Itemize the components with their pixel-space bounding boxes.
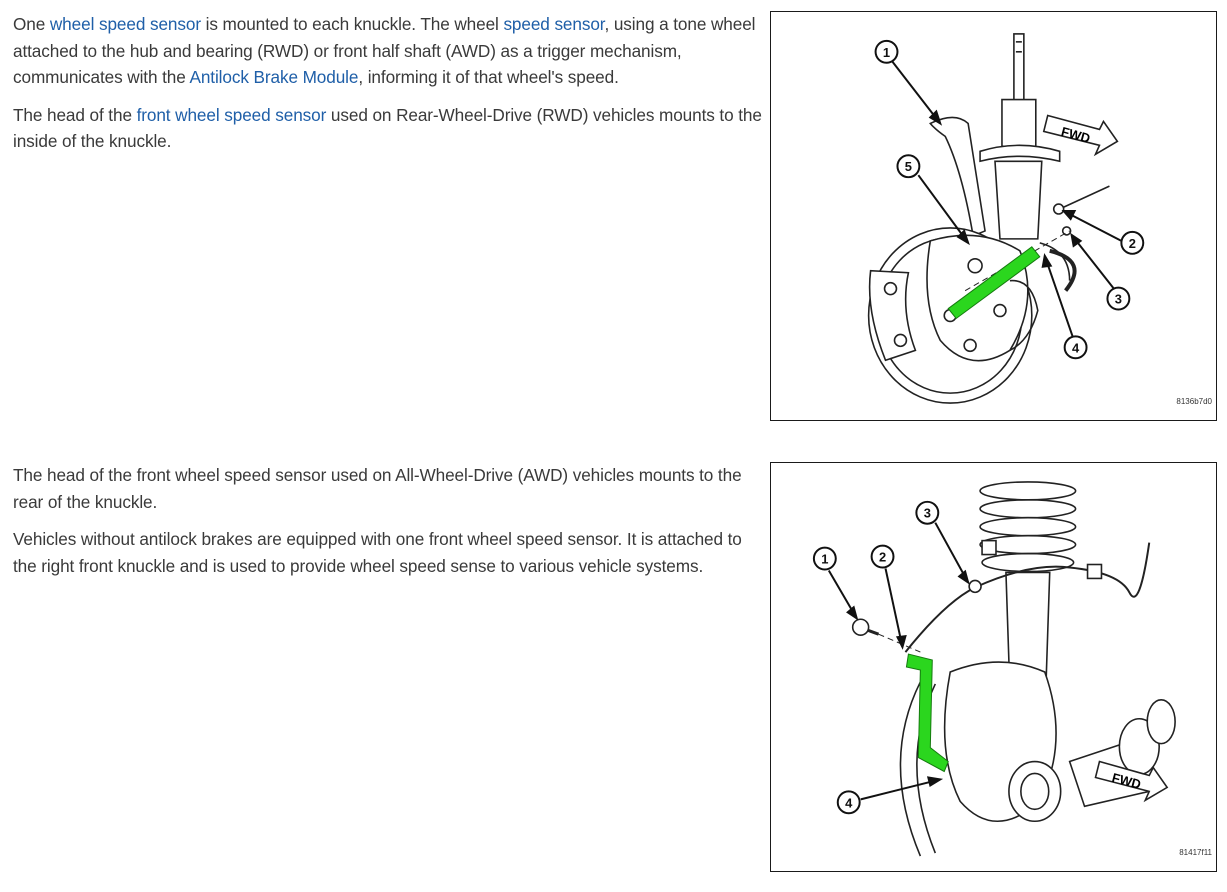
callout-3-label: 3: [1115, 292, 1122, 307]
strut-body: [994, 160, 1043, 240]
callout-2: [1120, 230, 1145, 255]
speed-sensor-link[interactable]: speed sensor: [503, 14, 605, 34]
fwd-label: FWD: [1110, 770, 1142, 792]
callout-4-label: 4: [1072, 340, 1080, 355]
wire-grommet: [1049, 248, 1077, 292]
leader-1: [891, 61, 942, 125]
steering-arm: [929, 116, 986, 238]
section-awd: The head of the front wheel speed sensor…: [0, 430, 1227, 892]
leader-5: [917, 174, 969, 244]
sensor-bolt: [1061, 226, 1072, 236]
text-run: used on Rear-Wheel-Drive (RWD) vehicles …: [13, 104, 762, 152]
leader-3-head: [1070, 232, 1083, 248]
callout-1: [874, 39, 899, 64]
callout-1: [812, 546, 837, 571]
section-rwd: One wheel speed sensor is mounted to eac…: [0, 0, 1227, 430]
sensor-harness: [904, 542, 1151, 653]
strut-rod: [1013, 33, 1025, 105]
lower-arm: [1009, 279, 1039, 352]
strut-upper: [1001, 98, 1037, 148]
leader-4: [860, 778, 941, 801]
leader-2-head: [1061, 210, 1077, 221]
bolt-shank: [867, 628, 880, 636]
callout-5: [896, 154, 921, 179]
figure-id-label: 8136b7d0: [1176, 397, 1212, 406]
paragraph-awd-head: The head of the front wheel speed sensor…: [13, 465, 742, 512]
awd-sensor-diagram: FWD 1 2 3: [812, 481, 1176, 857]
connector: [1052, 203, 1065, 215]
callout-4-label: 4: [845, 795, 853, 810]
caliper-bolt: [883, 281, 898, 296]
knuckle-bolt: [967, 257, 983, 274]
wheel-speed-sensor-highlight: [905, 653, 949, 773]
sensor-wire: [1059, 185, 1110, 210]
caliper: [868, 269, 917, 362]
paragraph-sensor-mounting: One wheel speed sensor is mounted to eac…: [13, 11, 765, 91]
cv-boot: [1146, 699, 1176, 745]
callout-3: [915, 500, 940, 525]
leader-2: [1063, 210, 1122, 242]
section-rwd-text: One wheel speed sensor is mounted to eac…: [13, 11, 765, 166]
callout-2-label: 2: [1129, 236, 1136, 251]
leader-2-head: [895, 634, 907, 650]
harness-bracket: [981, 539, 997, 556]
leader-3-head: [957, 569, 970, 585]
text-run: , informing it of that wheel's speed.: [358, 67, 619, 87]
caliper-bolt: [893, 333, 908, 348]
leader-5-head: [956, 229, 970, 246]
callout-4: [836, 790, 861, 815]
paragraph-rwd-head: The head of the front wheel speed sensor…: [13, 102, 765, 155]
leader-2: [884, 568, 904, 648]
leader-4-head: [926, 776, 944, 787]
callout-4: [1063, 335, 1088, 360]
text-run: is mounted to each knuckle. The wheel: [200, 14, 504, 34]
sensor-bolt: [851, 618, 870, 636]
text-run: , using a tone wheel attached to the hub…: [13, 14, 756, 87]
leader-1-head: [846, 605, 859, 621]
text-run: The head of the: [13, 104, 137, 125]
leader-1-head: [928, 109, 943, 126]
rwd-sensor-diagram: FWD: [867, 33, 1145, 404]
brake-disc-edge: [899, 681, 922, 857]
knuckle-bolt: [993, 303, 1007, 318]
antilock-brake-module-link[interactable]: Antilock Brake Module: [189, 67, 359, 87]
wheel-speed-sensor-link[interactable]: wheel speed sensor: [49, 14, 201, 34]
knuckle-bolt: [963, 338, 977, 353]
fwd-arrow: FWD: [1094, 760, 1169, 803]
paragraph-non-abs: Vehicles without antilock brakes are equ…: [13, 529, 742, 576]
figure-id-label: 81417f11: [1179, 848, 1212, 857]
callout-3: [1106, 286, 1131, 311]
hub-inner: [1020, 772, 1050, 811]
coil-spring: [979, 481, 1077, 573]
front-wheel-speed-sensor-link[interactable]: front wheel speed sensor: [136, 104, 327, 125]
section-awd-text: The head of the front wheel speed sensor…: [13, 462, 765, 590]
callout-2: [870, 544, 895, 569]
spring-seat: [979, 144, 1061, 163]
harness-clip: [968, 579, 982, 594]
text-run: One: [13, 14, 50, 34]
callout-1-label: 1: [883, 45, 890, 60]
callout-3-label: 3: [924, 506, 931, 521]
callout-5-label: 5: [905, 159, 912, 174]
awd-sensor-figure: FWD 1 2 3: [770, 462, 1217, 872]
rwd-sensor-figure: FWD: [770, 11, 1217, 421]
callout-2-label: 2: [879, 550, 886, 565]
callout-1-label: 1: [821, 552, 828, 567]
harness-bracket: [1086, 563, 1103, 580]
leader-4-head: [1041, 253, 1053, 268]
fwd-label: FWD: [1060, 124, 1092, 146]
hub: [1008, 760, 1062, 823]
wheel-speed-sensor-highlight: [947, 246, 1041, 320]
leader-4: [1043, 255, 1074, 337]
fwd-arrow: FWD: [1042, 114, 1119, 157]
leader-3: [1070, 234, 1117, 292]
